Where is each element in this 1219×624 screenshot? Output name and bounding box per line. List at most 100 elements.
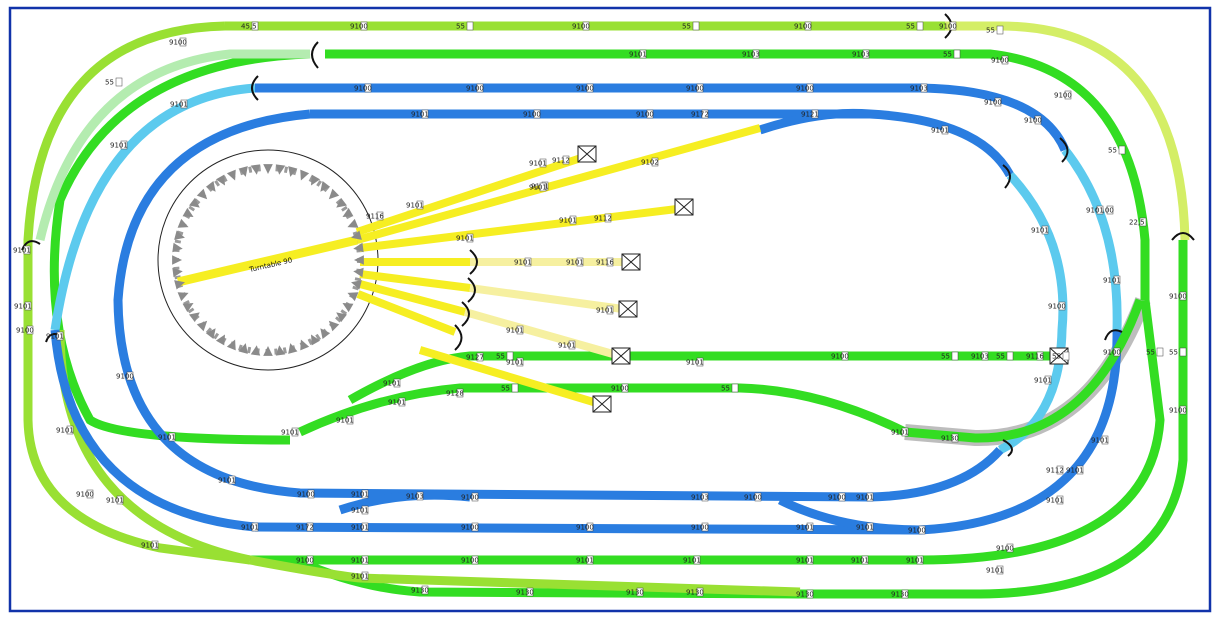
track-piece-label: 9101 [1103,277,1121,285]
track-pale-left [35,49,310,242]
track-piece-label: 55 [105,79,114,87]
track-joint [901,589,909,599]
track-piece-label: 9101 [576,557,594,565]
track-blue-cross-a [338,490,471,515]
track-joint [953,49,961,59]
spur-3 [359,204,686,252]
track-piece-label: 9101 [1046,497,1064,505]
track-piece-label: 9112 [1046,467,1064,475]
track-piece-label: 9100 [1024,117,1042,125]
track-piece-label: 9100 [996,545,1014,553]
track-piece-label: 9101 [506,327,524,335]
track-blue-inner-right [869,446,1004,502]
track-piece-label: 9100 [116,373,134,381]
turntable-stall [342,207,354,217]
track-second-right-lower [250,299,1165,565]
track-piece-label: 9100 [523,111,541,119]
track-piece-label: 9172 [296,524,314,532]
track-piece-label: 9101 [1086,207,1104,215]
track-joint [916,21,924,31]
turntable-stall [353,267,364,278]
track-joint [731,383,739,393]
track-joint [918,525,926,535]
track-joint [1056,465,1064,475]
track-piece-label: 9100 [1048,303,1066,311]
track-piece-label: 9100 [691,524,709,532]
track-piece-label: 9128 [446,390,464,398]
marker-9 [467,277,476,303]
buffer-stop-4 [618,300,638,318]
marker-8 [469,249,478,275]
turntable-stall [353,242,364,253]
track-piece-label: 9100 [636,111,654,119]
track-joint [949,21,957,31]
track-joint [806,589,814,599]
track-joint [866,492,874,502]
track-joint [516,325,524,335]
track-joint [696,83,704,93]
turntable-stall [172,255,182,265]
track-piece-label: 9101 [158,434,176,442]
track-joint [811,109,819,119]
track-joint [606,257,614,267]
turntable-stall [354,255,364,265]
track-piece-label: 55 [682,23,691,31]
track-piece-label: 9116 [596,259,614,267]
track-piece-label: 9101 [851,557,869,565]
track-joint [506,351,514,361]
track-joint [1062,351,1070,361]
track-outer-left [23,21,251,565]
track-piece-label: 9101 [351,491,369,499]
track-lightblue-top [50,83,256,331]
track-joint [120,140,128,150]
track-joint [476,352,484,362]
track-piece-label: 55 [1169,349,1178,357]
track-piece-label: 9112 [552,157,570,165]
track-joint [511,383,519,393]
turntable-stall [275,164,286,175]
track-joint [1041,225,1049,235]
turnout-markers [21,13,1195,457]
turntable-stall [320,328,331,339]
track-piece-label: 9100 [461,494,479,502]
track-piece-label: 9103 [910,85,928,93]
turntable-stall [205,328,216,339]
turntable-stall [205,181,216,192]
track-middle-lower [298,383,907,437]
track-piece-label: 9100 [794,23,812,31]
track-piece-label: 9101 [281,429,299,437]
track-joint [539,182,547,192]
track-joint [361,522,369,532]
track-piece-label: 9130 [516,589,534,597]
track-joint [1113,275,1121,285]
track-joint [151,540,159,550]
turntable-stall [215,334,225,346]
middle-green [298,298,1145,443]
track-joint [1006,543,1014,553]
turntable-stall [351,230,362,240]
track-piece-label: 9101 [566,259,584,267]
buffer-stop-5 [611,347,631,365]
track-piece-label: 9101 [1031,227,1049,235]
track-joint [981,351,989,361]
track-piece-label: 55 [496,353,505,361]
track-joint [471,522,479,532]
track-piece-label: 9101 [529,160,547,168]
yellow-spurs [176,124,762,408]
turntable-stall [189,197,200,208]
track-piece-label: 9100 [796,85,814,93]
track-second-top [325,49,1150,300]
track-joint [456,388,464,398]
track-piece-label: 9100 [908,527,926,535]
track-joint [1179,291,1187,301]
track-piece-label: 55 [1108,147,1117,155]
turntable-stall [177,218,189,228]
track-piece-label: 22,5 [1129,219,1145,227]
track-joint [471,492,479,502]
track-piece-label: 9100 [1096,207,1114,215]
turntable-stall [196,188,208,200]
track-piece-label: 55 [1146,349,1155,357]
track-joint [126,371,134,381]
track-piece-label: 9100 [1169,407,1187,415]
track-joint [1113,347,1121,357]
